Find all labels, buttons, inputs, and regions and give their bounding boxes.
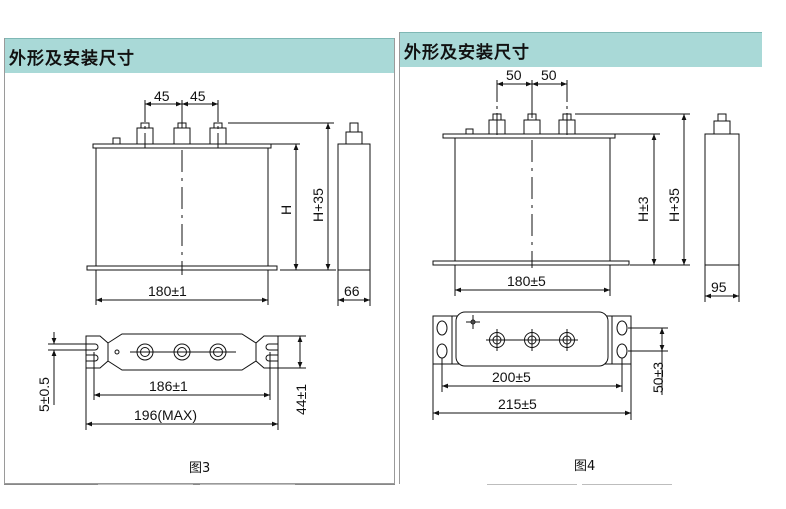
- fig3-depth-label: 66: [344, 283, 360, 299]
- figure4-caption: 图4: [574, 459, 595, 474]
- fig3-overall-label: 196(MAX): [134, 407, 197, 423]
- fig4-height-label: H±3: [635, 196, 651, 222]
- fig4-body-width-label: 180±5: [507, 273, 546, 289]
- fig3-pitch-b-label: 45: [190, 88, 206, 104]
- figure3-side-view: [337, 122, 371, 306]
- figure4-front-view: [432, 80, 690, 296]
- right-foot-rule-b: [582, 484, 672, 485]
- fig3-mount-height-label: 44±1: [293, 384, 309, 415]
- fig4-height-total-label: H+35: [666, 188, 682, 222]
- figure3-bottom-view: [48, 332, 306, 430]
- fig4-pitch-a-label: 50: [506, 67, 522, 83]
- fig3-mount-pitch-label: 186±1: [149, 378, 188, 394]
- figure4-title: 外形及安装尺寸: [404, 43, 530, 63]
- figure3-title: 外形及安装尺寸: [9, 49, 135, 69]
- fig4-pitch-b-label: 50: [541, 67, 557, 83]
- figure4-panel: 外形及安装尺寸: [399, 32, 762, 484]
- fig4-mount-height-label: 50±3: [650, 362, 666, 393]
- figure4-header: 外形及安装尺寸: [400, 32, 762, 67]
- fig3-slot-width-label: 5±0.5: [36, 377, 52, 412]
- right-foot-rule-a: [487, 484, 577, 485]
- fig4-depth-label: 95: [711, 279, 727, 295]
- fig4-mount-pitch-label: 200±5: [492, 369, 531, 385]
- figure4-bottom-view: [432, 311, 668, 420]
- fig4-overall-label: 215±5: [498, 396, 537, 412]
- left-foot-rule-b: [200, 484, 295, 485]
- left-foot-rule-a: [98, 484, 193, 485]
- fig3-body-width-label: 180±1: [148, 283, 187, 299]
- figure3-front-view: [86, 100, 336, 305]
- figure3-caption: 图3: [189, 461, 210, 476]
- figure4-side-view: [704, 113, 740, 302]
- left-bottom-rule: [4, 484, 395, 485]
- fig3-height-total-label: H+35: [310, 188, 326, 222]
- fig3-pitch-a-label: 45: [154, 88, 170, 104]
- fig3-height-label: H: [278, 205, 294, 215]
- figure3-header: 外形及安装尺寸: [5, 38, 394, 73]
